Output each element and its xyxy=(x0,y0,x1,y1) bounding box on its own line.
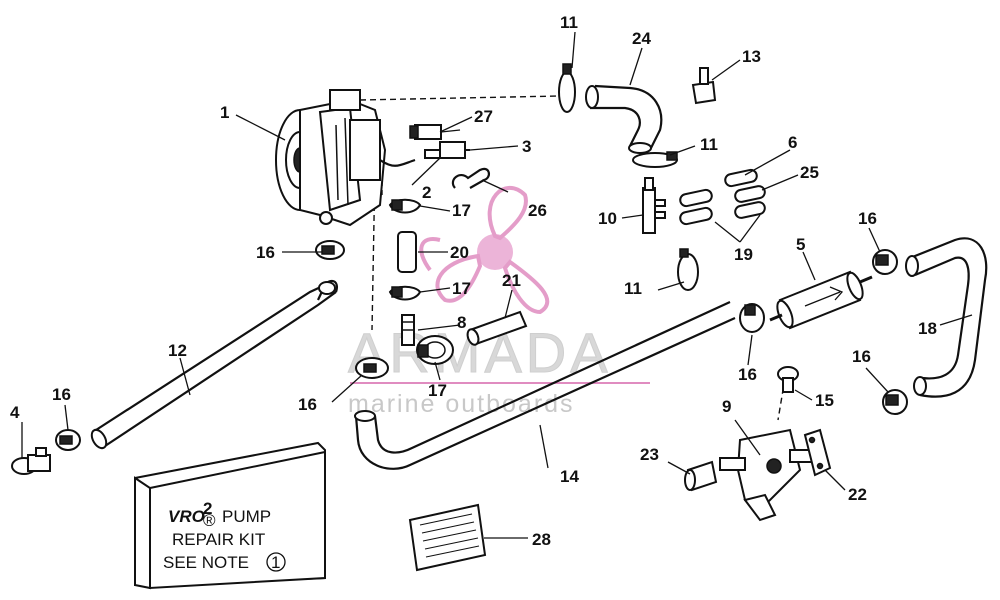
callout-20: 20 xyxy=(450,243,469,262)
callout-16-c: 16 xyxy=(52,385,71,404)
cap-23 xyxy=(684,460,718,492)
callout-11-a: 11 xyxy=(560,13,578,32)
valve-body-9 xyxy=(719,428,813,522)
callout-15: 15 xyxy=(815,391,834,410)
hoses-6-25-19 xyxy=(679,168,766,226)
hose-21 xyxy=(466,310,528,346)
callout-25: 25 xyxy=(800,163,819,182)
callout-8: 8 xyxy=(457,313,466,332)
kit-note-circle xyxy=(266,552,286,572)
clip-13 xyxy=(691,67,717,105)
callout-5: 5 xyxy=(796,235,805,254)
clamp-16-d xyxy=(739,303,765,333)
fitting-10 xyxy=(642,177,666,234)
callout-17-c: 17 xyxy=(428,381,447,400)
callout-17-a: 17 xyxy=(452,201,471,220)
callout-16-a: 16 xyxy=(256,243,275,262)
kit-brand-super: 2 xyxy=(203,499,212,518)
callout-21: 21 xyxy=(502,271,521,290)
hose-20 xyxy=(397,231,417,273)
clamp-17-lower xyxy=(416,335,454,365)
fuel-pump-body xyxy=(275,89,416,227)
hose-18 xyxy=(905,237,988,398)
fitting-3 xyxy=(424,141,470,159)
callout-19: 19 xyxy=(734,245,753,264)
callout-18: 18 xyxy=(918,319,937,338)
wire-clip-26 xyxy=(451,167,490,189)
kit-line3: SEE NOTE xyxy=(163,553,249,572)
callout-16-d: 16 xyxy=(738,365,757,384)
kit-brand-mark: ® xyxy=(203,511,216,530)
fitting-8 xyxy=(401,314,415,346)
leader-lines xyxy=(21,31,973,539)
callout-22: 22 xyxy=(848,485,867,504)
clamp-16-f xyxy=(882,389,908,415)
callout-26: 26 xyxy=(528,201,547,220)
callout-4: 4 xyxy=(10,403,20,422)
clamp-17-top xyxy=(388,198,422,214)
callout-12: 12 xyxy=(168,341,187,360)
kit-note-ref: 1 xyxy=(271,553,280,572)
repair-kit-box: VRO 2 ® PUMP REPAIR KIT SEE NOTE 1 xyxy=(134,441,326,590)
gasket-22 xyxy=(803,428,832,477)
clamp-16-c xyxy=(55,429,81,451)
fuel-filter-5 xyxy=(769,270,873,330)
callout-3: 3 xyxy=(522,137,531,156)
callout-10: 10 xyxy=(598,209,617,228)
callout-13: 13 xyxy=(742,47,761,66)
callout-14: 14 xyxy=(560,467,579,486)
clamp-17-middle xyxy=(388,285,422,301)
callout-23: 23 xyxy=(640,445,659,464)
clamp-11-b xyxy=(632,151,678,168)
callout-16-e: 16 xyxy=(858,209,877,228)
clamp-16-b xyxy=(355,357,389,379)
watermark-subtitle: marine outboards xyxy=(348,390,575,418)
kit-brand: VRO xyxy=(168,507,205,526)
fitting-27 xyxy=(409,124,461,140)
clamp-11-a xyxy=(558,63,576,113)
clamp-16-a xyxy=(315,240,345,260)
kit-line2: REPAIR KIT xyxy=(172,530,265,549)
callout-16-f: 16 xyxy=(852,347,871,366)
callout-numbers: 1 2 3 4 5 6 8 9 10 11 11 11 12 13 14 15 … xyxy=(10,13,937,549)
callout-24: 24 xyxy=(632,29,651,48)
callout-11-c: 11 xyxy=(624,279,642,298)
callout-17-b: 17 xyxy=(452,279,471,298)
callout-11-b: 11 xyxy=(700,135,718,154)
callout-2: 2 xyxy=(422,183,431,202)
callout-27: 27 xyxy=(474,107,493,126)
clamp-11-c xyxy=(677,248,699,291)
hose-24 xyxy=(585,84,663,154)
callout-9: 9 xyxy=(722,397,731,416)
callout-16-b: 16 xyxy=(298,395,317,414)
watermark-logo-icon xyxy=(419,185,550,315)
hose-12 xyxy=(90,279,338,450)
callout-1: 1 xyxy=(220,103,229,122)
screw-15 xyxy=(777,366,799,393)
clamp-16-e xyxy=(872,249,898,275)
fitting-4 xyxy=(11,447,51,475)
callout-6: 6 xyxy=(788,133,797,152)
hose-14 xyxy=(354,301,736,470)
kit-line1: PUMP xyxy=(222,507,271,526)
decal-28 xyxy=(408,503,487,572)
callout-28: 28 xyxy=(532,530,551,549)
